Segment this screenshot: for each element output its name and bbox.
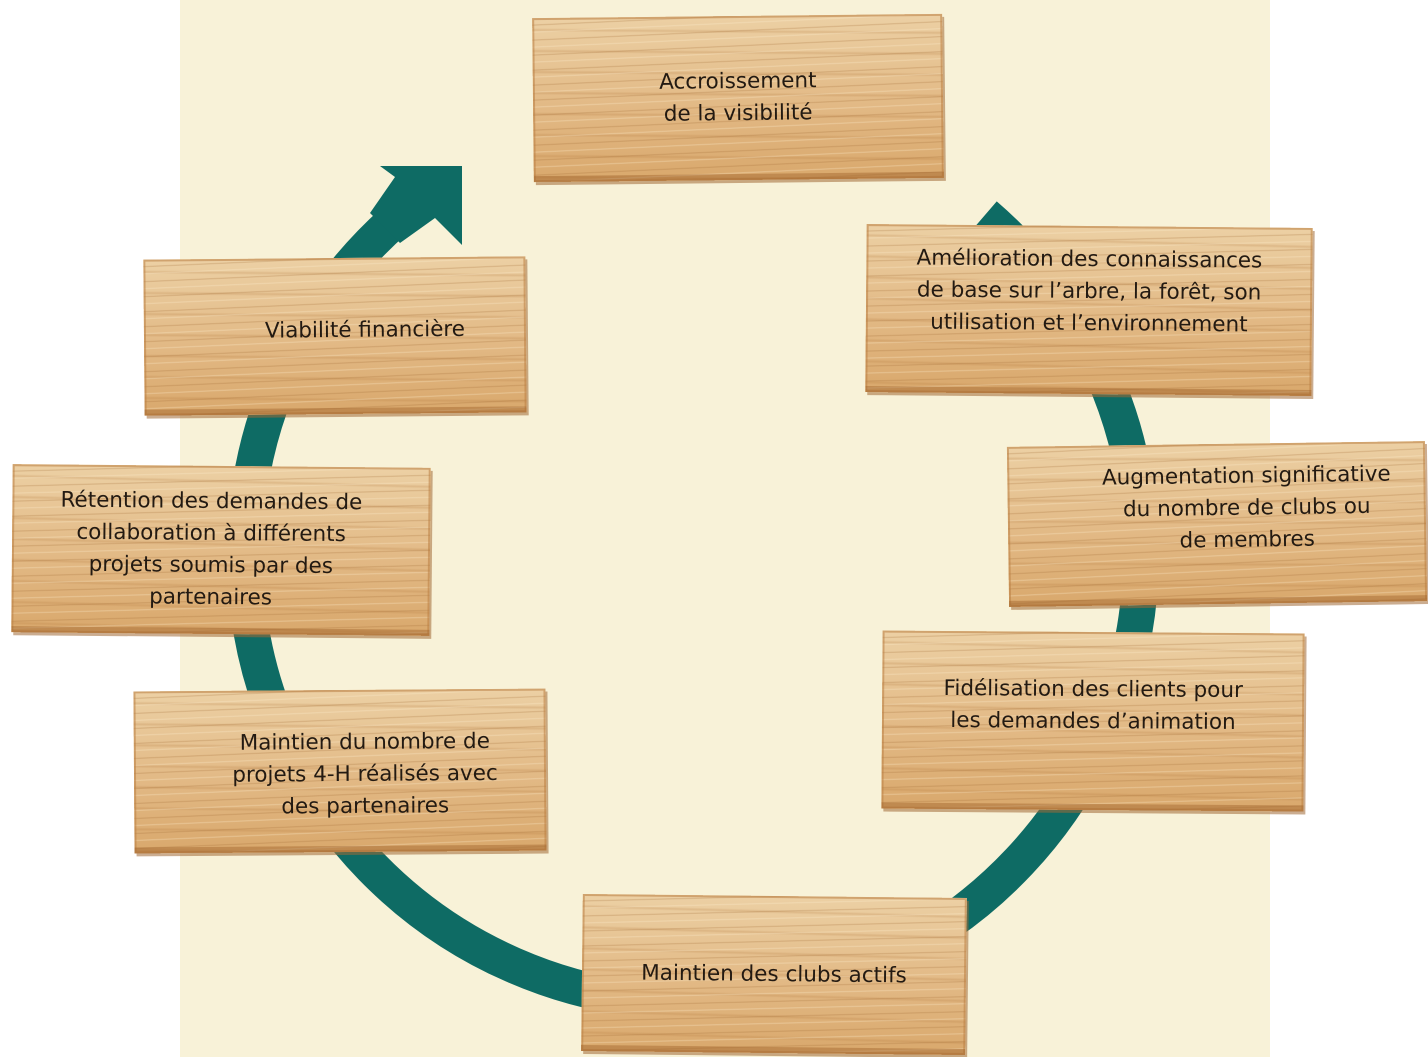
plank-growth: Augmentation significative du nombre de … <box>1006 441 1428 607</box>
plank-label: Accroissement de la visibilité <box>649 65 827 131</box>
label-line: les demandes d’animation <box>950 708 1236 735</box>
plank-retention: Rétention des demandes de collaboration … <box>11 464 431 636</box>
plank-visibility: Accroissement de la visibilité <box>532 13 944 183</box>
cycle-arrowhead-icon <box>370 166 462 245</box>
label-line: utilisation et l’environnement <box>930 309 1248 338</box>
plank-loyalty: Fidélisation des clients pour les demand… <box>881 630 1305 812</box>
label-line: projets soumis par des <box>88 551 334 579</box>
plank-label: Amélioration des connaissances de base s… <box>906 242 1273 341</box>
label-line: de la visibilité <box>663 100 813 127</box>
label-line: des partenaires <box>281 793 450 820</box>
label-line: de membres <box>1179 526 1316 554</box>
label-line: Accroissement <box>659 68 817 95</box>
label-line: Fidélisation des clients pour <box>943 675 1243 704</box>
label-line: du nombre de clubs ou <box>1122 493 1371 523</box>
label-line: Viabilité financière <box>264 316 466 344</box>
plank-active-clubs: Maintien des clubs actifs <box>581 893 967 1056</box>
plank-knowledge: Amélioration des connaissances de base s… <box>865 224 1313 396</box>
plank-finance: Viabilité financière <box>143 256 527 416</box>
plank-label: Maintien des clubs actifs <box>631 957 917 992</box>
plank-label: Augmentation significative du nombre de … <box>1092 458 1402 558</box>
label-line: Maintien des clubs actifs <box>641 960 907 988</box>
plank-label: Maintien du nombre de projets 4-H réalis… <box>222 726 508 824</box>
label-line: collaboration à différents <box>76 519 346 548</box>
plank-label: Viabilité financière <box>255 314 475 348</box>
label-line: projets 4-H réalisés avec <box>232 760 498 788</box>
label-line: Augmentation significative <box>1101 461 1391 491</box>
plank-projects: Maintien du nombre de projets 4-H réalis… <box>133 688 547 854</box>
label-line: Rétention des demandes de <box>60 487 363 516</box>
label-line: partenaires <box>149 584 273 611</box>
label-line: de base sur l’arbre, la forêt, son <box>916 277 1262 306</box>
label-line: Amélioration des connaissances <box>916 245 1263 274</box>
plank-label: Rétention des demandes de collaboration … <box>50 485 373 616</box>
plank-label: Fidélisation des clients pour les demand… <box>933 673 1253 739</box>
label-line: Maintien du nombre de <box>239 728 490 756</box>
